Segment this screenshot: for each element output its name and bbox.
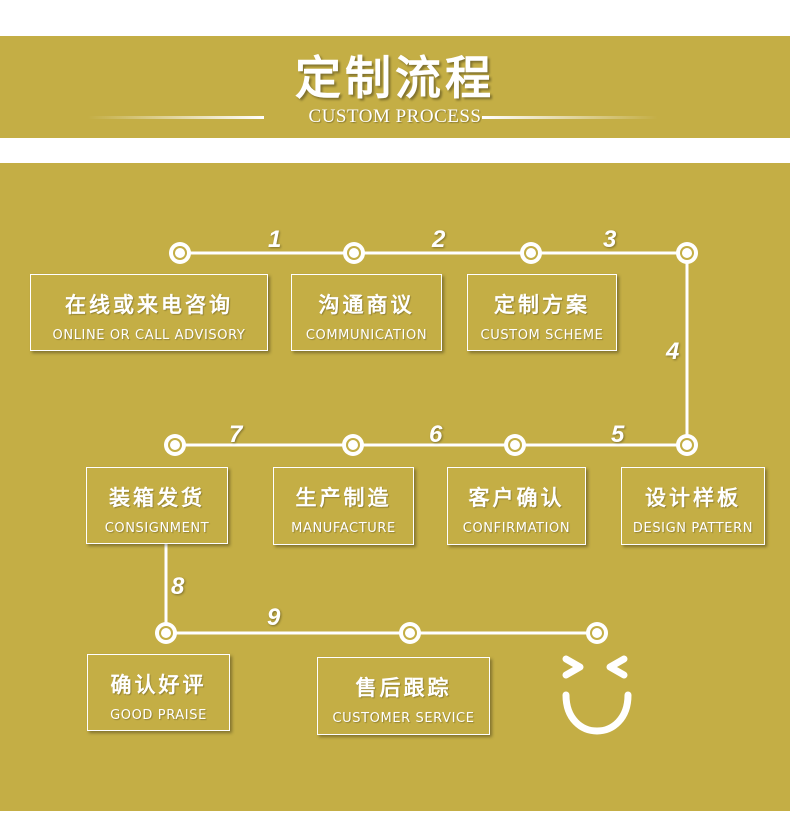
step-title-en: CUSTOM SCHEME [480,328,604,343]
step-number-6: 6 [429,421,443,448]
process-panel [0,163,790,811]
step-title-zh: 定制方案 [494,293,590,317]
step-title-zh: 确认好评 [110,673,207,697]
step-title-zh: 在线或来电咨询 [65,293,233,317]
step-title-zh: 生产制造 [295,486,392,510]
step-box-good-praise: 确认好评 GOOD PRAISE [87,654,230,731]
step-title-en: CONFIRMATION [462,521,571,536]
step-title-zh: 装箱发货 [109,486,205,510]
flow-node [520,242,542,264]
flow-node [399,622,421,644]
header-banner: 定制流程 CUSTOM PROCESS [0,36,790,138]
flow-node [342,434,364,456]
step-title-en: COMMUNICATION [305,328,428,343]
flow-node [169,242,191,264]
flow-node [164,434,186,456]
step-number-1: 1 [268,226,282,253]
step-box-customer-service: 售后跟踪 CUSTOMER SERVICE [317,657,490,735]
flow-node [504,434,526,456]
flow-node [155,622,177,644]
divider-right [482,116,658,119]
step-number-3: 3 [603,226,617,253]
step-number-8: 8 [171,573,185,600]
step-title-zh: 售后跟踪 [355,676,452,700]
step-title-en: CONSIGNMENT [104,521,210,536]
step-title-en: ONLINE OR CALL ADVISORY [52,328,246,343]
divider-left [88,116,264,119]
step-number-2: 2 [432,226,446,253]
flow-node [676,242,698,264]
step-box-design-pattern: 设计样板 DESIGN PATTERN [621,467,765,545]
step-title-zh: 设计样板 [645,486,741,510]
smiley-icon [562,655,632,735]
step-title-zh: 沟通商议 [318,293,415,317]
step-title-en: CUSTOMER SERVICE [332,711,475,726]
flow-node [676,434,698,456]
step-box-communication: 沟通商议 COMMUNICATION [291,274,442,351]
step-title-en: GOOD PRAISE [110,708,207,723]
step-box-confirmation: 客户确认 CONFIRMATION [447,467,586,545]
page-title: 定制流程 [295,51,495,105]
flow-node [586,622,608,644]
flow-nodes [155,242,698,644]
step-number-7: 7 [229,421,243,448]
step-number-5: 5 [611,421,625,448]
page-subtitle: CUSTOM PROCESS [308,106,482,127]
step-box-advisory: 在线或来电咨询 ONLINE OR CALL ADVISORY [30,274,268,351]
step-box-manufacture: 生产制造 MANUFACTURE [273,467,414,545]
step-number-4: 4 [666,338,680,365]
step-title-zh: 客户确认 [468,486,565,510]
step-number-9: 9 [267,604,281,631]
flow-node [343,242,365,264]
step-box-consignment: 装箱发货 CONSIGNMENT [86,467,228,544]
step-box-custom-scheme: 定制方案 CUSTOM SCHEME [467,274,617,351]
step-title-en: MANUFACTURE [291,521,396,536]
step-title-en: DESIGN PATTERN [632,521,754,536]
